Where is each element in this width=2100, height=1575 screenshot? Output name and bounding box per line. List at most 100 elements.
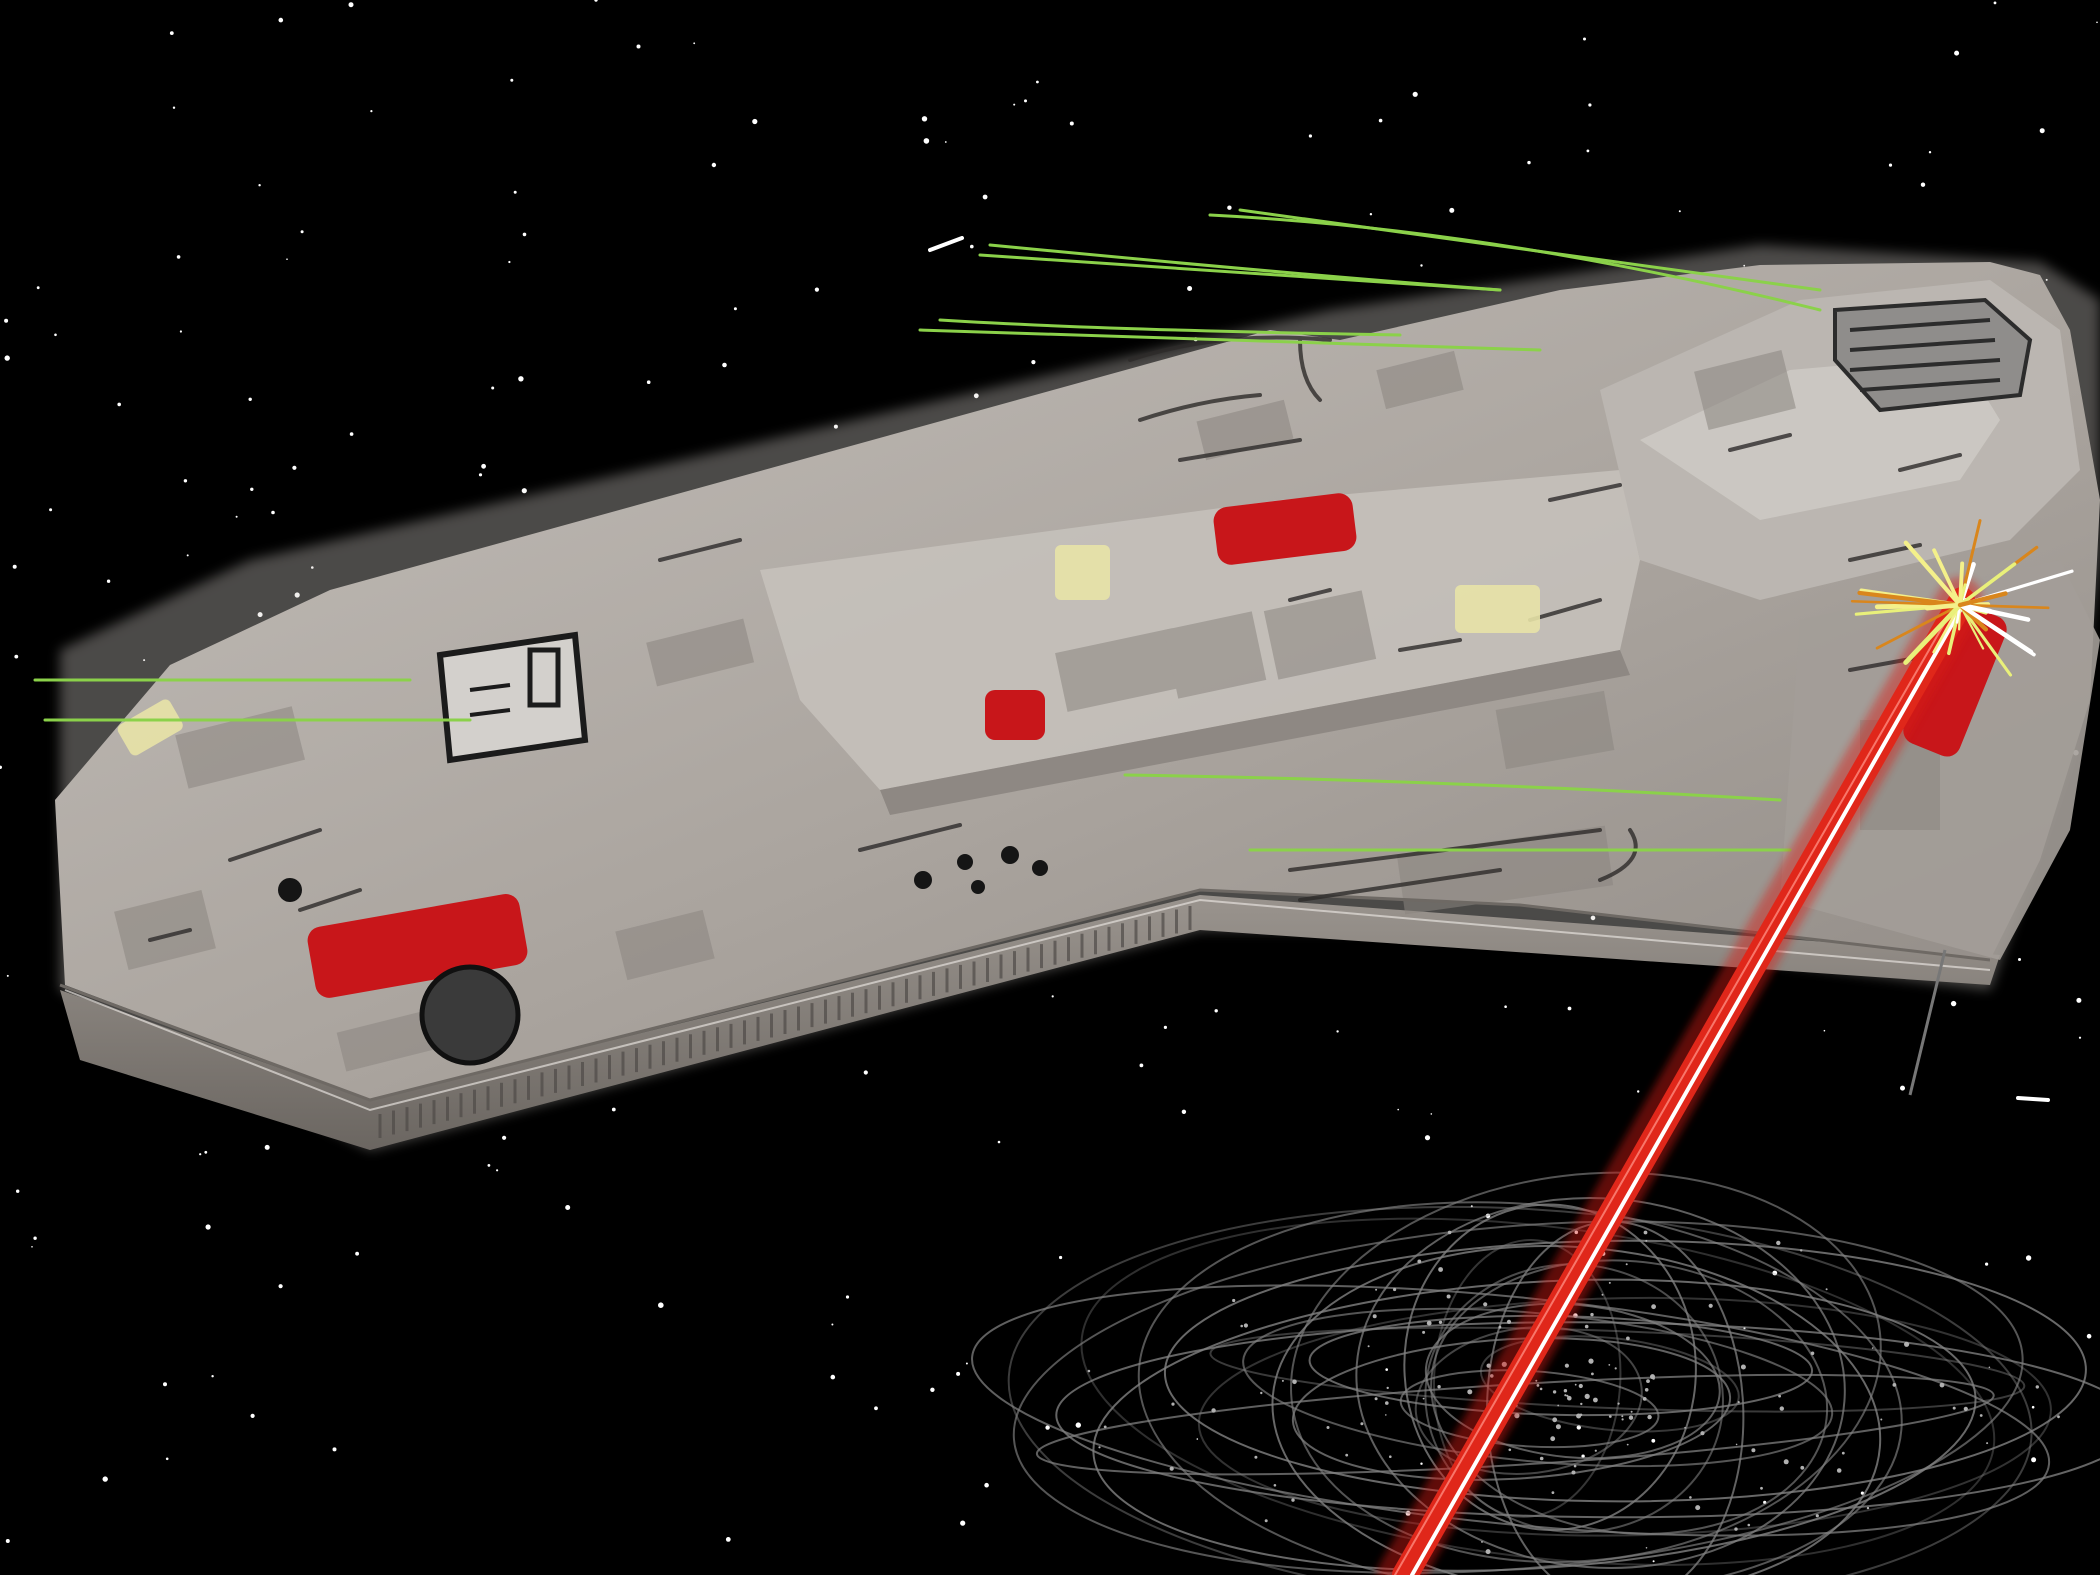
star: [1888, 163, 1893, 167]
spark-ray: [1924, 602, 1963, 611]
galaxy-star: [1626, 1443, 1629, 1446]
galaxy-star: [1438, 1320, 1443, 1325]
star: [1823, 1029, 1826, 1032]
star: [831, 1323, 834, 1326]
star: [1420, 264, 1423, 267]
star: [594, 0, 598, 2]
star: [2086, 1333, 2092, 1339]
galaxy-star: [1281, 1379, 1284, 1382]
star: [264, 1144, 270, 1150]
star: [1036, 80, 1039, 84]
star: [1860, 1491, 1864, 1495]
star: [199, 1153, 202, 1156]
star: [12, 564, 17, 569]
galaxy-star: [1426, 1320, 1432, 1326]
star: [508, 260, 511, 264]
galaxy-star: [1422, 1397, 1425, 1400]
star: [1678, 210, 1681, 213]
galaxy-star: [1422, 1330, 1426, 1334]
star: [1069, 121, 1074, 126]
star: [1227, 205, 1232, 210]
galaxy-star: [1273, 1484, 1277, 1487]
galaxy-star: [1841, 1451, 1845, 1455]
star: [1013, 103, 1016, 106]
galaxy-star: [1374, 1397, 1378, 1401]
galaxy-star: [1584, 1324, 1589, 1329]
galaxy-star: [1498, 1325, 1502, 1329]
star: [248, 397, 252, 401]
star: [830, 1374, 836, 1380]
galaxy-star: [1486, 1363, 1491, 1368]
galaxy-star: [1580, 1402, 1583, 1406]
star: [982, 194, 988, 200]
star: [286, 258, 288, 261]
star: [1651, 1438, 1656, 1443]
galaxy-star: [1779, 1406, 1785, 1411]
star: [205, 1224, 211, 1230]
star: [1163, 1025, 1167, 1029]
star: [2039, 128, 2045, 134]
galaxy-star: [1375, 1288, 1378, 1291]
galaxy-star: [1642, 1397, 1647, 1401]
galaxy-star: [1385, 1414, 1387, 1416]
galaxy-star: [1393, 1287, 1397, 1292]
star: [186, 554, 189, 557]
star: [106, 579, 111, 583]
star: [693, 42, 696, 45]
galaxy-star: [1243, 1323, 1248, 1328]
star: [1181, 1109, 1187, 1115]
star: [611, 1107, 616, 1112]
spark-ray: [1958, 562, 2017, 607]
galaxy-star: [1647, 1414, 1652, 1420]
galaxy-star: [1367, 1345, 1370, 1348]
star: [1900, 1085, 1905, 1091]
star: [863, 1070, 868, 1075]
star: [4, 318, 9, 323]
spark-ray: [1958, 603, 2036, 657]
star: [658, 1302, 664, 1308]
galaxy-arm: [1291, 1337, 1732, 1481]
galaxy-star: [1578, 1383, 1583, 1389]
galaxy-star: [1608, 1415, 1612, 1418]
star: [487, 1164, 491, 1167]
galaxy-star: [1601, 1293, 1604, 1296]
galaxy-star: [1536, 1384, 1540, 1387]
galaxy-star: [1446, 1294, 1451, 1299]
galaxy-star: [1646, 1379, 1650, 1383]
spark-ray: [1958, 561, 1965, 607]
star: [1051, 995, 1054, 998]
star: [1449, 207, 1455, 213]
galaxy-star: [1645, 1547, 1648, 1549]
star: [722, 362, 727, 368]
star: [172, 106, 176, 109]
galaxy-star: [1645, 1239, 1648, 1242]
star: [565, 1205, 571, 1210]
star: [278, 17, 284, 23]
galaxy-star: [1437, 1385, 1441, 1389]
star: [5, 1539, 10, 1543]
spark-ray: [1958, 603, 2013, 677]
star: [997, 1140, 1001, 1144]
galaxy-star: [1563, 1389, 1568, 1393]
galaxy-arm: [1012, 1220, 2024, 1574]
star: [1378, 118, 1383, 123]
galaxy-star: [1292, 1379, 1297, 1385]
galaxy-star: [1800, 1465, 1805, 1470]
star: [1920, 182, 1926, 187]
star: [211, 1375, 214, 1378]
star: [522, 232, 527, 237]
galaxy-star: [1588, 1358, 1594, 1364]
galaxy-star: [1567, 1395, 1572, 1401]
galaxy-star: [1621, 1418, 1624, 1421]
star: [2031, 1457, 2037, 1463]
star: [874, 1406, 878, 1411]
star: [1950, 1000, 1957, 1007]
galaxy-star: [1594, 1449, 1597, 1452]
star: [1187, 286, 1193, 291]
star: [54, 333, 57, 337]
star: [370, 110, 373, 113]
star: [1059, 1255, 1063, 1260]
star: [518, 376, 524, 382]
star: [513, 190, 517, 194]
spark-ray: [1903, 602, 1963, 665]
